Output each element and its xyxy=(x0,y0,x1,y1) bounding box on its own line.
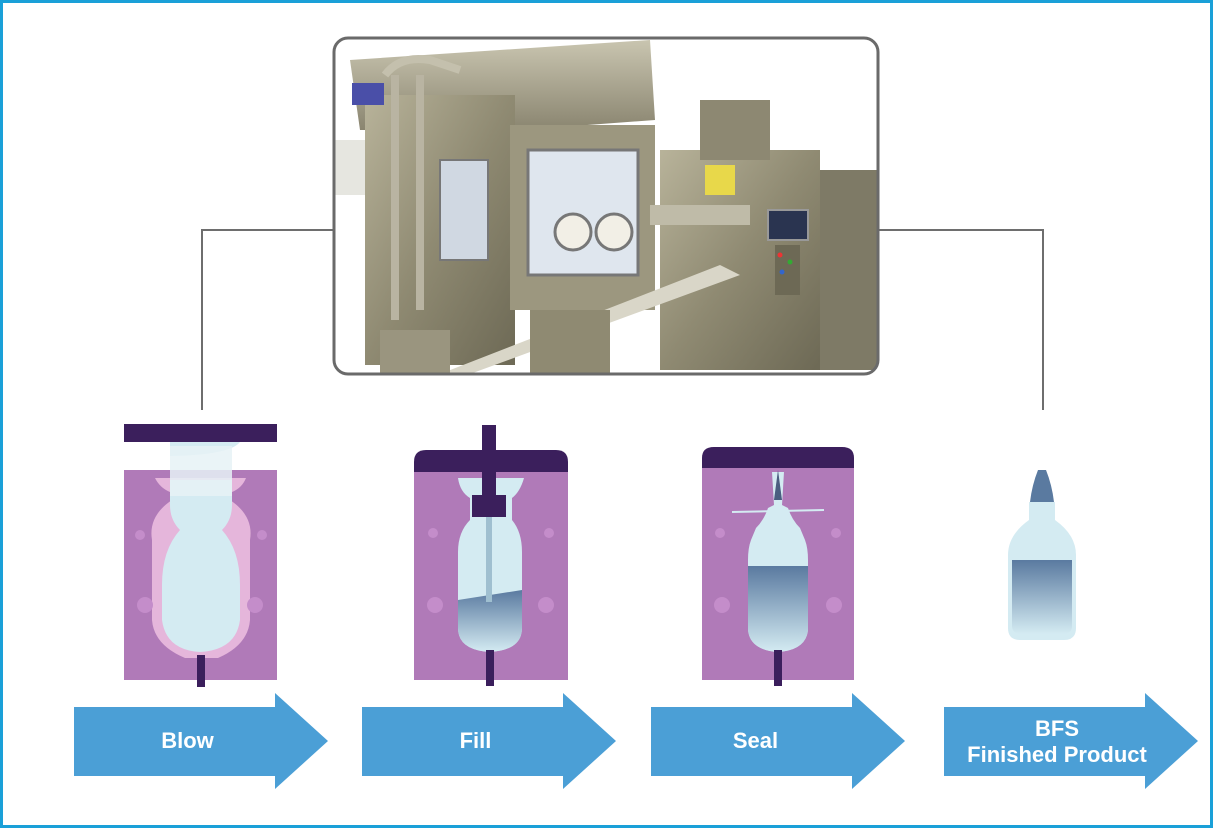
arrow-fill xyxy=(362,693,616,789)
seal-mold-icon xyxy=(702,447,854,686)
connector-right xyxy=(878,229,1044,410)
fill-mold-icon xyxy=(414,425,568,686)
step-label-blow: Blow xyxy=(161,728,214,753)
step-label-finished-product-text: Finished Product xyxy=(967,742,1147,767)
blow-mold-icon xyxy=(124,424,277,687)
step-label-fill: Fill xyxy=(459,728,492,753)
step-label-finished-product: BFS Finished Product xyxy=(944,716,1170,768)
connector-lines xyxy=(201,229,1044,410)
step-label-seal: Seal xyxy=(732,728,779,753)
arrow-seal xyxy=(651,693,905,789)
finished-bottle-icon xyxy=(1008,470,1076,640)
bfs-machine-photo xyxy=(332,36,880,376)
connector-left xyxy=(201,229,334,410)
arrow-blow xyxy=(74,693,328,789)
arrow-finished-product xyxy=(944,693,1198,789)
process-arrows xyxy=(74,693,1198,789)
step-label-bfs: BFS xyxy=(1035,716,1079,741)
